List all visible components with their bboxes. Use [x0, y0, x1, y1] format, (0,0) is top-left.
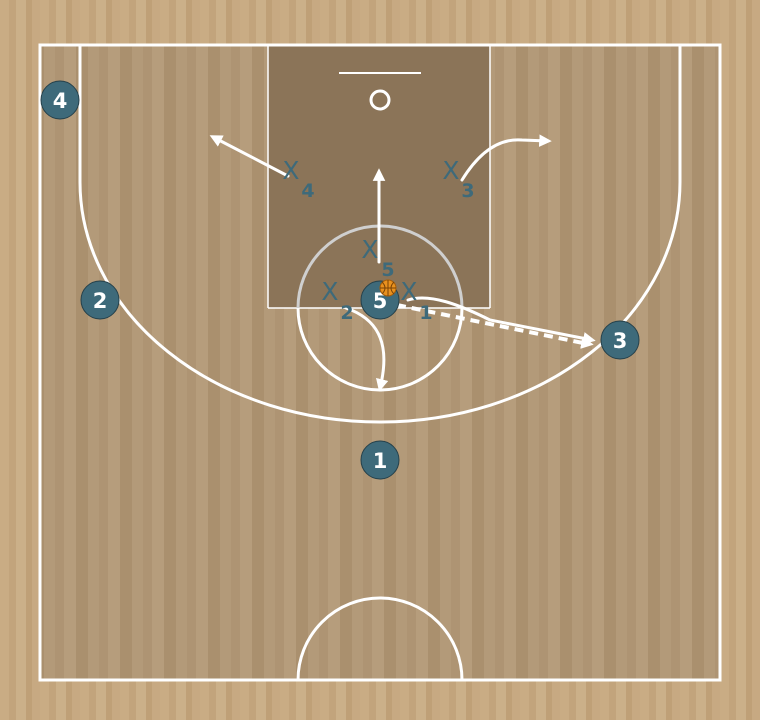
pass-line-5-to-3 — [396, 303, 584, 345]
move-arrow-4-defender-cut — [209, 135, 290, 178]
offense-player-3[interactable]: 3 — [600, 320, 640, 360]
player-label: 3 — [613, 329, 628, 353]
defender-x3[interactable]: X 3 — [442, 156, 474, 202]
defender-mark: X — [442, 156, 459, 185]
defender-label: 3 — [461, 180, 474, 202]
defender-mark: X — [282, 156, 299, 185]
move-arrow-2-down — [344, 306, 389, 392]
defender-x4[interactable]: X 4 — [282, 156, 314, 202]
defender-x2[interactable]: X 2 — [321, 277, 353, 324]
defender-x5[interactable]: X 5 — [361, 235, 394, 281]
defender-label: 4 — [301, 180, 314, 202]
defender-x1[interactable]: X 1 — [400, 277, 432, 324]
offense-player-4[interactable]: 4 — [40, 80, 80, 120]
defender-label: 2 — [340, 302, 353, 324]
player-label: 1 — [373, 449, 388, 473]
pass-arrow-5-to-3 — [576, 336, 594, 349]
center-circle — [296, 596, 464, 681]
defender-label: 1 — [419, 302, 432, 324]
basketball-icon — [379, 279, 397, 297]
defender-mark: X — [361, 235, 378, 264]
offense-player-2[interactable]: 2 — [80, 280, 120, 320]
offense-player-1[interactable]: 1 — [360, 440, 400, 480]
rim — [369, 89, 391, 111]
player-label: 2 — [93, 289, 108, 313]
defender-label: 5 — [381, 259, 394, 281]
move-arrow-3-defender-cut — [460, 134, 552, 182]
court-boundary — [38, 43, 722, 682]
move-arrow-1-to-wing — [406, 296, 596, 345]
defender-mark: X — [321, 277, 338, 306]
defender-mark: X — [400, 277, 417, 306]
player-label: 4 — [53, 89, 68, 113]
